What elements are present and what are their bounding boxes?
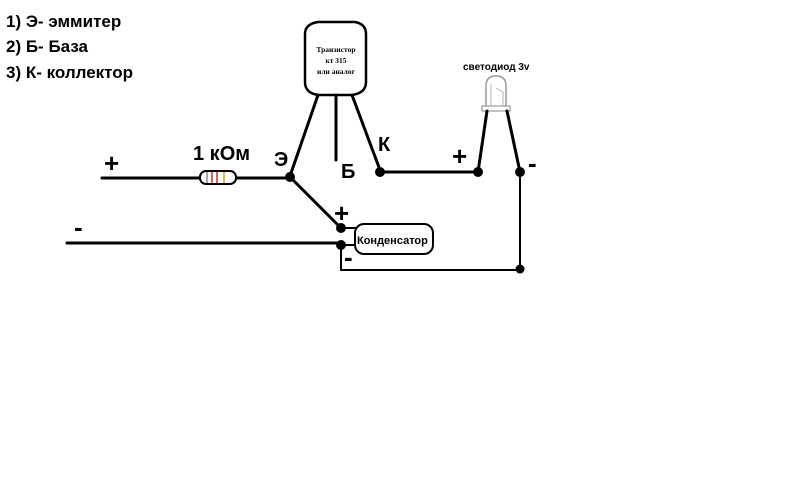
- return-corner-node: [515, 264, 525, 274]
- legend-emitter: 1) Э- эммитер: [6, 12, 121, 31]
- transistor-label-line1: Транзистор: [316, 45, 355, 54]
- resistor-body: [199, 170, 237, 185]
- pin-legend: 1) Э- эммитер 2) Б- База 3) К- коллектор: [6, 12, 133, 82]
- resistor: 1 кОм: [193, 143, 250, 185]
- transistor-body: [303, 20, 368, 97]
- return-wire: [340, 172, 521, 271]
- capacitor-body: [354, 223, 434, 255]
- base-pin-label: Б: [341, 161, 355, 183]
- capacitor-label: Конденсатор: [357, 235, 428, 247]
- capacitor-plus-sign: +: [334, 198, 349, 228]
- led-rim: [481, 105, 511, 112]
- led-anode-leg: [476, 109, 489, 174]
- led: светодиод 3v: [463, 62, 530, 174]
- collector-leg: [350, 93, 382, 172]
- transistor: Транзистор кт 315 или аналог: [288, 20, 382, 178]
- led-inner-cathode: [495, 87, 504, 106]
- input-plus-sign: +: [104, 148, 119, 178]
- emitter-pin-label: Э: [274, 149, 288, 171]
- capacitor: Конденсатор: [341, 223, 434, 255]
- emitter-leg: [288, 93, 320, 178]
- transistor-label-line3: или аналог: [317, 67, 356, 76]
- legend-base: 2) Б- База: [6, 37, 89, 56]
- led-plus-node: [473, 167, 483, 177]
- led-plus-sign: +: [452, 141, 467, 171]
- input-minus-sign: -: [74, 212, 83, 242]
- led-minus-sign: -: [528, 148, 537, 178]
- collector-pin-label: К: [378, 134, 391, 156]
- resistor-label: 1 кОм: [193, 143, 250, 165]
- legend-collector: 3) К- коллектор: [6, 63, 133, 82]
- led-label: светодиод 3v: [463, 62, 530, 73]
- led-cathode-leg: [505, 109, 522, 174]
- wire-emitter-to-capacitor: [288, 175, 343, 230]
- capacitor-minus-sign: -: [344, 242, 353, 272]
- transistor-label-line2: кт 315: [325, 56, 346, 65]
- led-minus-node: [515, 167, 525, 177]
